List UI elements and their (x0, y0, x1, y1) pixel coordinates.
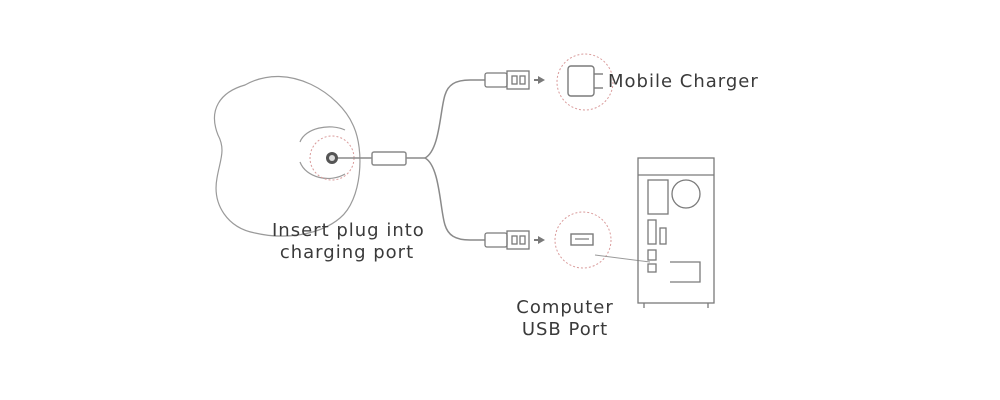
insert-plug-line-1: Insert plug into (272, 220, 425, 241)
computer-usb-label: Computer USB Port (510, 297, 620, 341)
usb-plug-top (484, 70, 530, 90)
insert-plug-label: Insert plug into charging port (272, 220, 425, 264)
computer-usb-line-2: USB Port (521, 319, 609, 340)
mobile-charger-label: Mobile Charger (608, 71, 759, 92)
usb-port-icon (554, 211, 651, 269)
y-cable (338, 79, 485, 241)
arrow-top (538, 76, 545, 84)
computer-tower-icon (637, 157, 715, 308)
insert-plug-line-2: charging port (279, 242, 415, 263)
computer-usb-line-1: Computer (516, 297, 614, 318)
arrow-bottom (538, 236, 545, 244)
device-body (213, 75, 361, 237)
usb-plug-bottom (484, 230, 530, 250)
wall-charger-icon (556, 53, 614, 111)
